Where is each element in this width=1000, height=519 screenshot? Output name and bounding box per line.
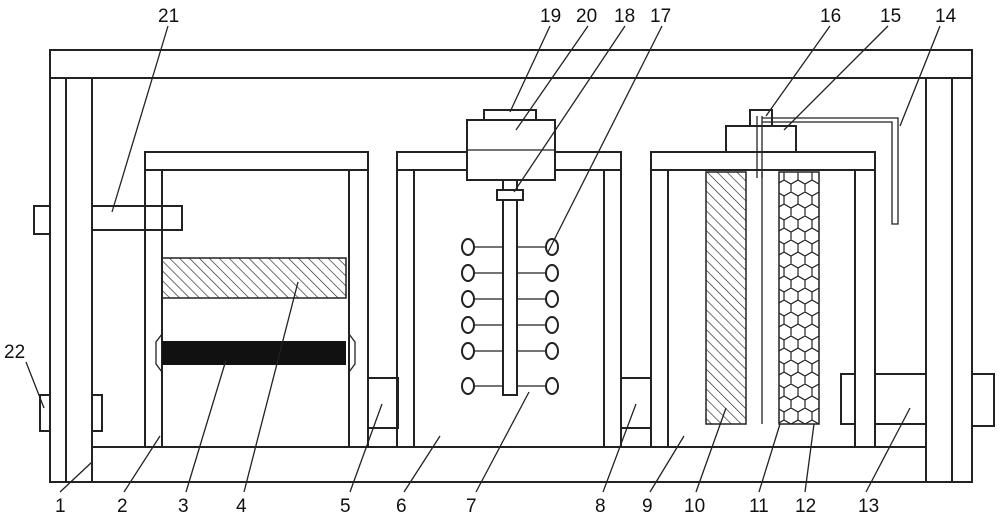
leader-line — [695, 407, 727, 493]
honeycomb-filter-12 — [778, 171, 820, 425]
label-17: 17 — [650, 6, 671, 27]
leader-line — [123, 435, 161, 493]
paddle-blade — [545, 377, 559, 395]
right-outlet — [971, 373, 995, 427]
label-18: 18 — [614, 6, 635, 27]
leader-line — [513, 25, 626, 193]
filter-layer-10 — [705, 171, 747, 425]
label-21: 21 — [158, 6, 179, 27]
paddle-blade — [461, 264, 475, 282]
leader-line — [475, 391, 530, 493]
label-5: 5 — [340, 496, 351, 517]
outlet-pipe-13 — [874, 373, 927, 425]
paddle-blade — [461, 342, 475, 360]
leader-line — [59, 461, 93, 493]
inlet-pipe — [33, 205, 183, 235]
leader-line — [515, 25, 589, 131]
leader-line — [649, 435, 685, 493]
label-13: 13 — [858, 496, 879, 517]
label-20: 20 — [576, 6, 597, 27]
label-15: 15 — [880, 6, 901, 27]
leader-line — [403, 435, 441, 493]
filter-plate-3 — [155, 333, 356, 373]
stirring-paddles — [461, 238, 559, 395]
leader-line — [547, 25, 663, 253]
paddle-blade — [545, 290, 559, 308]
leader-line — [185, 359, 227, 493]
label-14: 14 — [935, 6, 957, 27]
label-1: 1 — [55, 496, 66, 517]
label-4: 4 — [236, 496, 247, 517]
left-port — [39, 394, 103, 432]
motor — [466, 109, 556, 181]
leader-line — [243, 281, 299, 493]
leader-line — [25, 361, 45, 409]
label-9: 9 — [642, 496, 653, 517]
paddle-blade — [461, 316, 475, 334]
leader-line — [765, 25, 831, 117]
label-7: 7 — [466, 496, 477, 517]
leader-line — [783, 25, 889, 131]
label-8: 8 — [595, 496, 606, 517]
label-16: 16 — [820, 6, 841, 27]
first-tank — [144, 151, 369, 448]
label-3: 3 — [178, 496, 189, 517]
filter-layer-4 — [161, 257, 347, 299]
leader-line — [899, 25, 941, 127]
leader-line — [804, 423, 815, 493]
outlet-valve — [840, 373, 856, 425]
leader-line — [602, 403, 637, 493]
leader-line — [758, 423, 781, 493]
leader-line — [111, 25, 169, 213]
label-11: 11 — [749, 496, 769, 517]
part-labels: 1 2 3 4 5 6 7 8 9 10 11 12 13 14 15 16 1… — [4, 6, 957, 517]
paddle-blade — [461, 238, 475, 256]
paddle-blade — [461, 377, 475, 395]
paddle-blade — [545, 238, 559, 256]
label-22: 22 — [4, 342, 25, 363]
leader-lines — [25, 25, 941, 493]
stirring-shaft — [496, 179, 524, 396]
label-19: 19 — [540, 6, 561, 27]
label-2: 2 — [117, 496, 128, 517]
paddle-blade — [545, 342, 559, 360]
leader-line — [349, 403, 383, 493]
paddle-blade — [461, 290, 475, 308]
leader-line — [865, 407, 911, 493]
label-12: 12 — [795, 496, 816, 517]
connector-pipe-5 — [367, 377, 399, 429]
label-10: 10 — [684, 496, 705, 517]
paddle-blade — [545, 264, 559, 282]
paddle-blade — [545, 316, 559, 334]
connector-pipe-8 — [620, 377, 652, 429]
label-6: 6 — [396, 496, 407, 517]
leader-line — [509, 25, 551, 113]
